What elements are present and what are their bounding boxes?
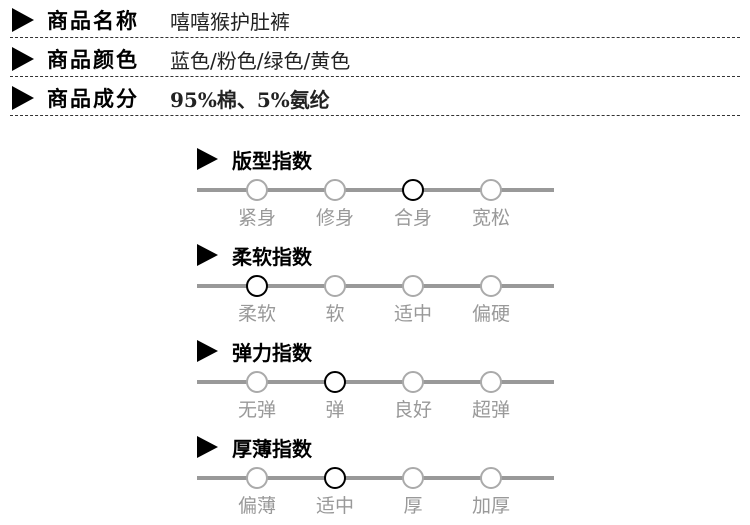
info-row: 商品名称 嘻嘻猴护肚裤: [10, 1, 740, 38]
option-dot: [246, 371, 268, 393]
index-title: 柔软指数: [232, 245, 312, 269]
option-label: 超弹: [471, 399, 510, 421]
option-label: 厚: [403, 495, 423, 517]
option-label: 修身: [315, 207, 354, 229]
index-section: 柔软指数 柔软 软 适中 偏硬: [197, 241, 557, 333]
option-dot: [402, 275, 424, 297]
option-label: 加厚: [471, 495, 510, 517]
triangle-icon: [197, 340, 218, 362]
option-dot: [480, 371, 502, 393]
triangle-icon: [197, 244, 218, 266]
index-title: 弹力指数: [232, 341, 312, 365]
option-label: 无弹: [237, 399, 276, 421]
index-track: [197, 284, 554, 288]
option-dot: [324, 275, 346, 297]
index-section: 厚薄指数 偏薄 适中 厚 加厚: [197, 433, 557, 525]
selected-option-dot: [324, 467, 346, 489]
info-row: 商品成分 95%棉、5%氨纶: [10, 79, 740, 116]
option-label: 柔软: [237, 303, 276, 325]
index-track: [197, 380, 554, 384]
info-value: 蓝色/粉色/绿色/黄色: [170, 49, 351, 73]
index-section: 弹力指数 无弹 弹 良好 超弹: [197, 337, 557, 429]
triangle-icon: [197, 148, 218, 170]
option-dot: [402, 467, 424, 489]
option-label: 适中: [315, 495, 354, 517]
option-dot: [246, 467, 268, 489]
option-dot: [402, 371, 424, 393]
option-label: 紧身: [237, 207, 276, 229]
option-dot: [246, 179, 268, 201]
selected-option-dot: [246, 275, 268, 297]
triangle-icon: [12, 8, 34, 32]
option-label: 弹: [325, 399, 345, 421]
info-value: 95%棉、5%氨纶: [170, 88, 330, 112]
option-label: 适中: [393, 303, 432, 325]
option-dot: [480, 467, 502, 489]
selected-option-dot: [402, 179, 424, 201]
index-title: 版型指数: [232, 149, 312, 173]
info-label: 商品名称: [47, 9, 139, 33]
triangle-icon: [12, 86, 34, 110]
info-label: 商品成分: [47, 87, 139, 111]
option-label: 良好: [393, 399, 432, 421]
option-label: 偏薄: [237, 495, 276, 517]
info-value: 嘻嘻猴护肚裤: [170, 10, 290, 34]
triangle-icon: [197, 436, 218, 458]
option-label: 合身: [393, 207, 432, 229]
index-title: 厚薄指数: [232, 437, 312, 461]
index-track: [197, 476, 554, 480]
info-row: 商品颜色 蓝色/粉色/绿色/黄色: [10, 40, 740, 77]
option-label: 偏硬: [471, 303, 510, 325]
option-dot: [480, 179, 502, 201]
option-dot: [480, 275, 502, 297]
triangle-icon: [12, 47, 34, 71]
info-label: 商品颜色: [47, 48, 139, 72]
index-section: 版型指数 紧身 修身 合身 宽松: [197, 145, 557, 237]
index-track: [197, 188, 554, 192]
option-dot: [324, 179, 346, 201]
option-label: 宽松: [471, 207, 510, 229]
selected-option-dot: [324, 371, 346, 393]
option-label: 软: [325, 303, 345, 325]
